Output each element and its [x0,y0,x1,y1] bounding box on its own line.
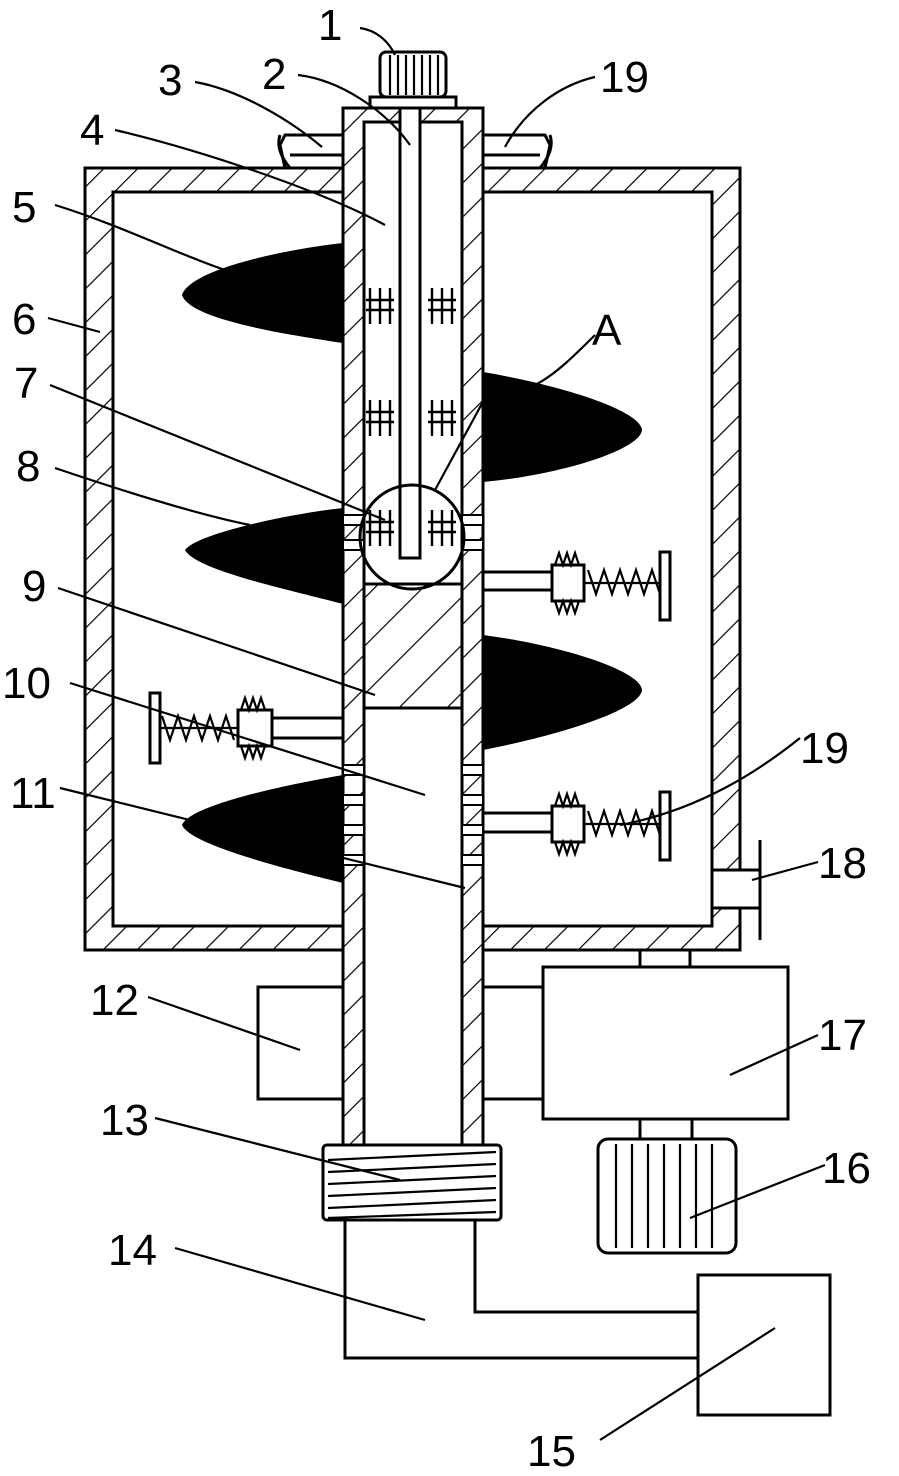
motor-16 [596,1137,738,1255]
callout-14: 14 [108,1226,157,1275]
callout-13: 13 [100,1096,149,1145]
callout-6: 6 [12,295,36,344]
spiral-blades [182,243,642,883]
callout-a: A [592,306,622,355]
callout-3: 3 [158,56,182,105]
callout-9: 9 [22,562,46,611]
inner-rod [398,106,422,560]
callout-4: 4 [80,106,104,155]
brush-marks [366,288,456,546]
spring-scraper-left [148,691,343,765]
spring-scraper-right-upper [483,549,672,622]
callout-16: 16 [822,1144,871,1193]
callout-19-top: 19 [600,53,649,102]
callout-5: 5 [12,183,36,232]
callout-8: 8 [16,442,40,491]
callout-2: 2 [262,50,286,99]
callout-7: 7 [14,359,38,408]
callout-10: 10 [2,659,51,708]
detail-circle-a [358,483,466,591]
top-pipes [277,133,553,169]
callout-17: 17 [818,1011,867,1060]
leader-lines [47,26,826,1441]
spring-scraper-right-lower [483,790,672,862]
callout-12: 12 [90,976,139,1025]
rotary-joint [321,1143,503,1222]
top-knob [368,50,458,110]
callout-11: 11 [10,769,56,818]
pump-15 [696,1273,832,1417]
pipe-14 [343,1220,698,1360]
motor-housing [541,950,790,1141]
callout-19-right: 19 [800,724,849,773]
callout-15: 15 [527,1427,576,1476]
outlet-pipe [710,840,762,940]
callout-1: 1 [318,1,342,50]
callout-18: 18 [818,839,867,888]
